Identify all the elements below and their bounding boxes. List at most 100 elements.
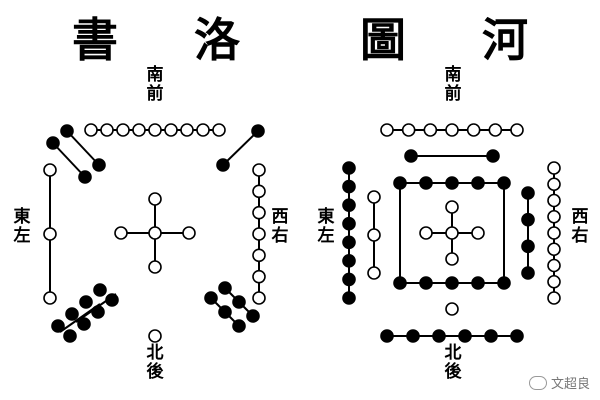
hetu-title: 圖 河 [360,13,559,67]
black-dot-hetu-eight [342,291,356,305]
white-dot-luoshu-nine [116,123,130,137]
luoshu-two-line [222,130,259,166]
black-dot-luoshu-two [216,158,230,172]
white-dot-luoshu-nine [132,123,146,137]
white-dot-luoshu-nine [148,123,162,137]
black-dot-hetu-ten [419,176,433,190]
white-dot-hetu-seven [488,123,503,137]
luoshu-left-1: 東 [13,207,31,227]
black-dot-luoshu-six [232,295,246,309]
white-dot-luoshu-seven [252,227,266,241]
watermark: 文超良 [528,373,590,392]
luoshu-title: 書 洛 [72,13,271,67]
white-dot-hetu-nine [547,226,561,240]
black-dot-hetu-four [521,212,535,227]
white-dot-hetu-nine [547,274,561,289]
white-dot-hetu-nine [547,258,561,273]
luoshu-label-bottom: 北 後 [143,344,167,382]
white-dot-luoshu-nine [164,123,178,137]
black-dot-luoshu-two [251,124,265,138]
white-dot-luoshu-nine [84,123,98,137]
white-dot-luoshu-nine [212,123,226,137]
black-dot-hetu-eight [342,216,356,231]
black-dot-luoshu-six [218,305,232,319]
hetu-label-left: 東 左 [314,208,338,246]
white-dot-hetu-nine [547,193,561,208]
black-dot-hetu-ten [471,276,485,290]
black-dot-luoshu-eight [77,317,91,331]
black-dot-hetu-six [510,329,524,343]
luoshu-top-1: 南 [146,65,164,85]
luoshu-label-left: 東 左 [10,208,34,246]
black-dot-luoshu-six [204,291,218,305]
black-dot-luoshu-six [218,281,232,295]
black-dot-hetu-six [406,329,420,343]
black-dot-hetu-six [458,329,472,343]
white-dot-luoshu-three [43,227,57,241]
black-dot-hetu-eight [342,235,356,250]
white-dot-luoshu-nine [180,123,194,137]
black-dot-hetu-four [521,266,535,280]
luoshu-right-2: 右 [271,226,289,246]
black-dot-hetu-ten [497,276,511,290]
white-dot-hetu-seven [510,123,524,137]
black-dot-hetu-ten [445,176,459,190]
white-dot-luoshu-seven [252,163,266,177]
black-dot-luoshu-eight [51,319,65,333]
hetu-top-2: 前 [444,84,462,104]
hetu-left-1: 東 [317,207,335,227]
black-dot-hetu-ten [393,276,407,290]
black-dot-hetu-ten [497,176,511,190]
black-dot-hetu-ten [445,276,459,290]
white-dot-hetu-nine [547,291,561,305]
white-dot-hetu-one [445,302,459,316]
white-dot-hetu-nine [547,177,561,192]
black-dot-hetu-six [380,329,394,343]
white-dot-hetu-five [471,226,485,240]
white-dot-luoshu-five [148,192,162,206]
luoshu-four-line [52,142,86,178]
black-dot-luoshu-four [78,170,92,184]
white-dot-luoshu-three [43,291,57,305]
white-dot-luoshu-nine [100,123,114,137]
black-dot-luoshu-eight [105,293,119,307]
black-dot-hetu-eight [342,198,356,212]
black-dot-luoshu-eight [93,283,107,297]
black-dot-luoshu-four [46,136,60,150]
luoshu-bottom-1: 北 [146,343,164,363]
black-dot-hetu-four [521,239,535,254]
white-dot-luoshu-five [148,260,162,274]
white-dot-hetu-three [367,228,381,242]
black-dot-luoshu-eight [79,295,93,309]
black-dot-hetu-four [521,186,535,200]
hetu-label-right: 西 右 [568,208,592,246]
hetu-bottom-2: 後 [444,362,462,382]
black-dot-luoshu-eight [63,329,77,343]
black-dot-luoshu-eight [65,307,79,321]
luoshu-label-top: 南 前 [143,66,167,104]
white-dot-luoshu-nine [196,123,210,137]
white-dot-hetu-seven [401,123,416,137]
watermark-text: 文超良 [550,377,590,392]
luoshu-bottom-2: 後 [146,362,164,382]
luoshu-four-line [66,130,100,166]
hetu-right-1: 西 [571,207,589,227]
black-dot-luoshu-four [60,124,74,138]
white-dot-luoshu-five [148,226,162,240]
white-dot-luoshu-one [148,329,162,343]
black-dot-hetu-two [404,149,418,163]
black-dot-hetu-six [484,329,498,343]
white-dot-hetu-seven [445,123,459,137]
luoshu-right-1: 西 [271,207,289,227]
white-dot-hetu-five [419,226,433,240]
white-dot-hetu-five [445,200,459,214]
black-dot-hetu-eight [342,254,356,268]
luoshu-diagram [43,123,266,343]
hetu-top-1: 南 [444,65,462,85]
white-dot-luoshu-five [182,226,196,240]
white-dot-luoshu-seven [252,205,266,220]
white-dot-hetu-nine [547,161,561,175]
luoshu-top-2: 前 [146,84,164,104]
white-dot-hetu-nine [547,242,561,257]
